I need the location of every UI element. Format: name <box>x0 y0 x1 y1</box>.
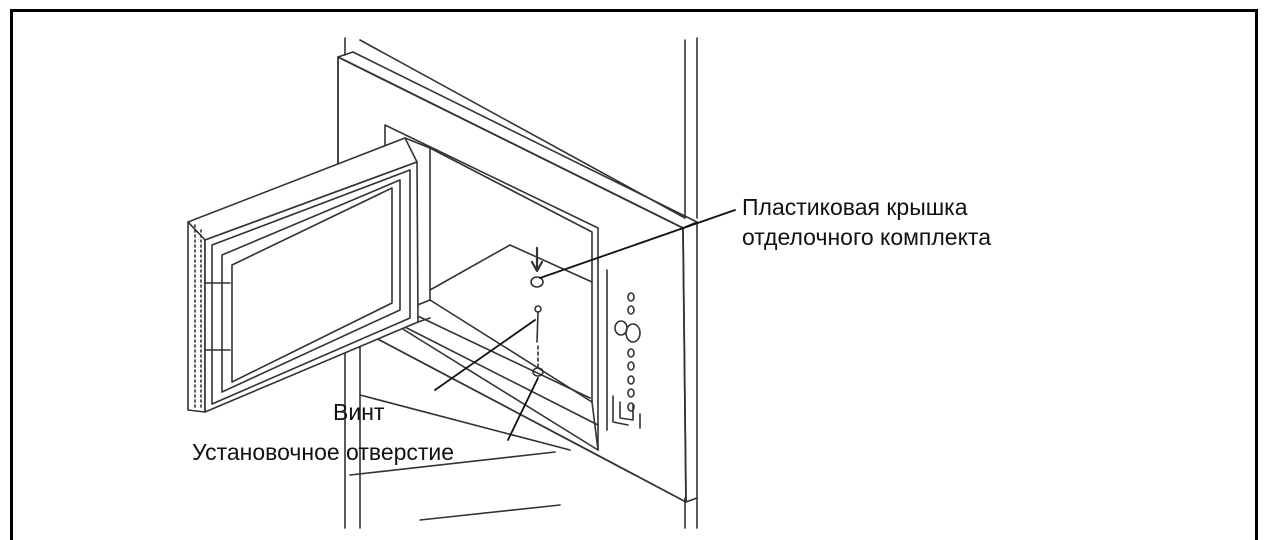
plastic-cover-label: Пластиковая крышка отделочного комплекта <box>742 192 991 252</box>
oven-cavity <box>384 124 599 451</box>
leader-lines <box>434 209 736 441</box>
open-door <box>187 137 431 413</box>
mounting-hole-label: Установочное отверстие <box>192 439 455 465</box>
plastic-cover-label-line1: Пластиковая крышка <box>742 194 968 220</box>
diagram-frame <box>10 9 1258 540</box>
plastic-cover-label-line2: отделочного комплекта <box>742 224 991 250</box>
cabinet-outline <box>344 37 698 529</box>
screw-label: Винт <box>333 399 385 425</box>
screw-assembly <box>530 246 544 377</box>
control-panel <box>606 269 641 431</box>
